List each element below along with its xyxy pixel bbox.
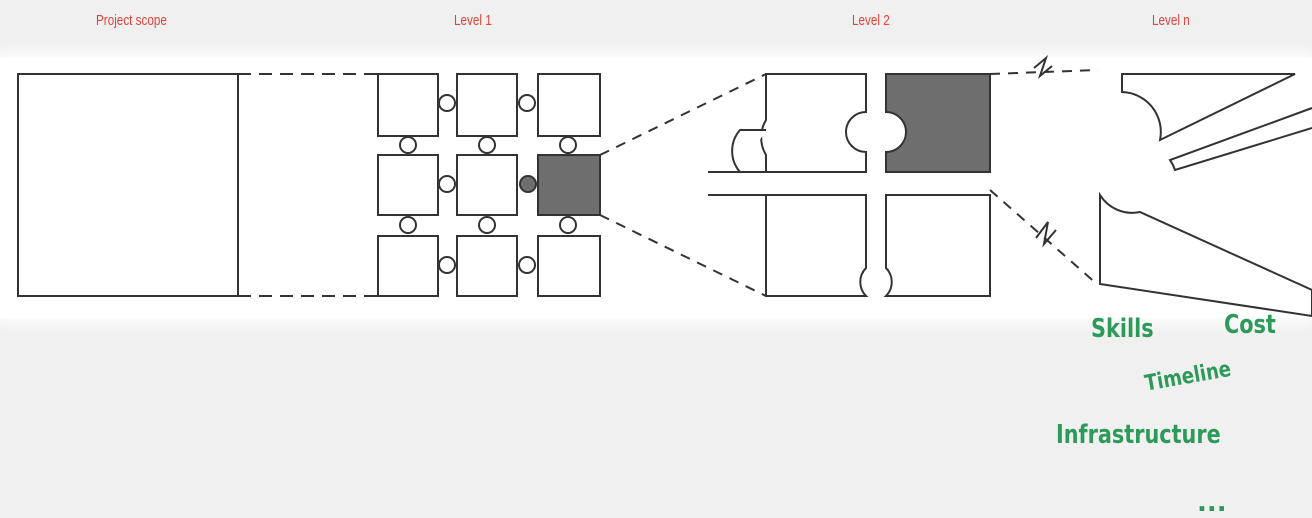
level2-pieces bbox=[708, 73, 991, 297]
level-label-1: Level 1 bbox=[454, 12, 492, 29]
puzzle-piece bbox=[537, 73, 601, 137]
level-label-2: Level 2 bbox=[852, 12, 890, 29]
zoom-connector-bottom bbox=[599, 214, 767, 297]
break-marks bbox=[1033, 54, 1057, 248]
leveln-pieces bbox=[1099, 73, 1312, 318]
dimension-skills: Skills bbox=[1091, 314, 1154, 344]
zoom-connector-n-bottom bbox=[989, 189, 1099, 286]
level1-puzzle-grid bbox=[377, 73, 601, 297]
puzzle-piece bbox=[537, 235, 601, 297]
puzzle-piece-highlighted bbox=[537, 154, 601, 216]
puzzle-piece bbox=[377, 235, 439, 297]
puzzle-piece bbox=[456, 235, 518, 297]
puzzle-piece bbox=[456, 73, 518, 137]
puzzle-piece bbox=[377, 154, 439, 216]
level-label-project-scope: Project scope bbox=[96, 12, 167, 29]
zoom-connector-top bbox=[599, 73, 767, 156]
diagram-band bbox=[0, 58, 1312, 318]
puzzle-knobs bbox=[399, 94, 577, 274]
level-label-n: Level n bbox=[1152, 12, 1190, 29]
project-scope-square bbox=[17, 73, 239, 297]
dimension-cost: Cost bbox=[1224, 310, 1276, 340]
puzzle-piece bbox=[456, 154, 518, 216]
dimension-more: ... bbox=[1197, 488, 1227, 518]
puzzle-piece bbox=[377, 73, 439, 137]
dimension-infrastructure: Infrastructure bbox=[1056, 420, 1221, 450]
